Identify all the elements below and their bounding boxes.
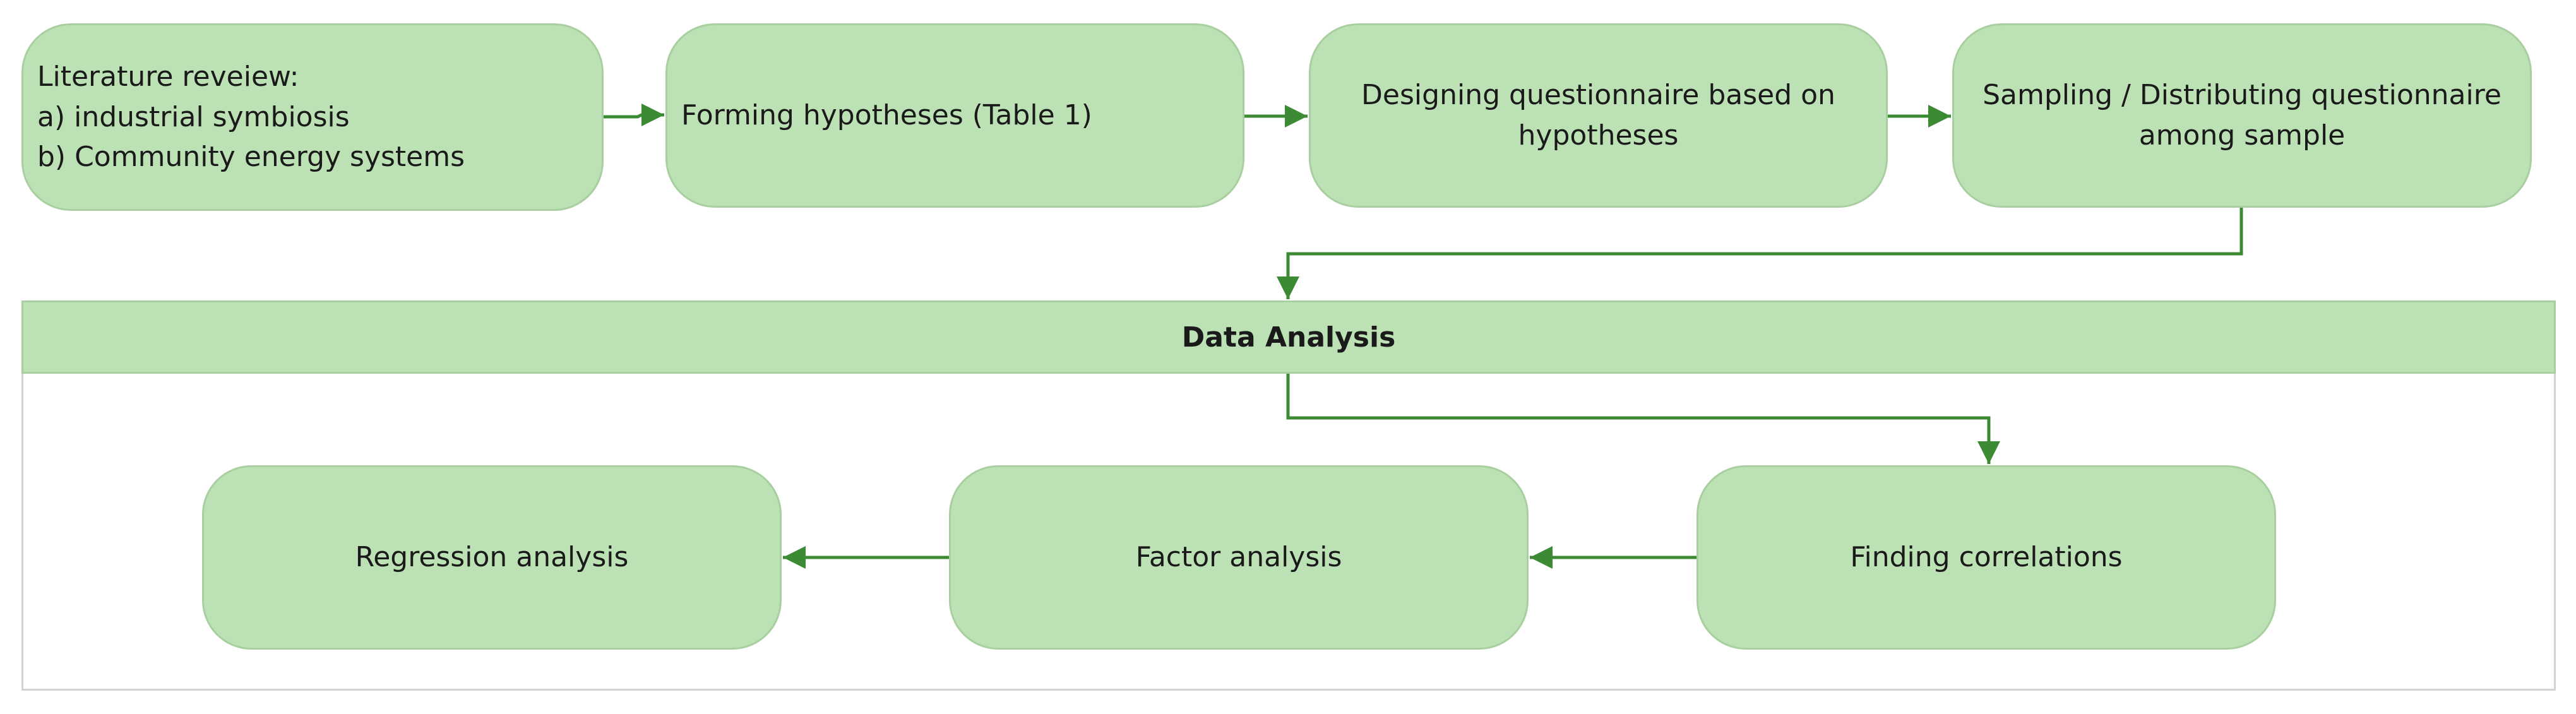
designing-questionnaire-text: Designing questionnaire based on hypothe… (1361, 75, 1835, 156)
literature-review-item-b: b) Community energy systems (37, 141, 465, 174)
finding-correlations-label: Finding correlations (1850, 541, 2123, 574)
designing-questionnaire-line-1: Designing questionnaire based on (1361, 79, 1835, 112)
arrow-sampling-to-data-analysis (1277, 208, 2243, 299)
sampling-line-1: Sampling / Distributing questionnaire (1983, 79, 2501, 112)
sampling-text: Sampling / Distributing questionnaire am… (1983, 75, 2501, 156)
sampling-line-2: among sample (2138, 119, 2346, 152)
designing-questionnaire-box: Designing questionnaire based on hypothe… (1309, 23, 1888, 208)
data-analysis-title: Data Analysis (1181, 321, 1396, 354)
forming-hypotheses-label: Forming hypotheses (Table 1) (681, 99, 1092, 132)
factor-analysis-label: Factor analysis (1135, 541, 1342, 574)
arrow-literature-to-hypotheses (604, 104, 664, 126)
designing-questionnaire-line-2: hypotheses (1518, 119, 1679, 152)
finding-correlations-box: Finding correlations (1696, 465, 2276, 650)
regression-analysis-box: Regression analysis (202, 465, 782, 650)
regression-analysis-label: Regression analysis (355, 541, 629, 574)
literature-review-title: Literature reveiew: (37, 60, 299, 93)
literature-review-box: Literature reveiew: a) industrial symbio… (21, 23, 604, 211)
sampling-box: Sampling / Distributing questionnaire am… (1952, 23, 2532, 208)
factor-analysis-box: Factor analysis (949, 465, 1529, 650)
literature-review-item-a: a) industrial symbiosis (37, 100, 350, 133)
forming-hypotheses-box: Forming hypotheses (Table 1) (665, 23, 1244, 208)
literature-review-text: Literature reveiew: a) industrial symbio… (37, 57, 465, 177)
data-analysis-header: Data Analysis (21, 300, 2556, 374)
